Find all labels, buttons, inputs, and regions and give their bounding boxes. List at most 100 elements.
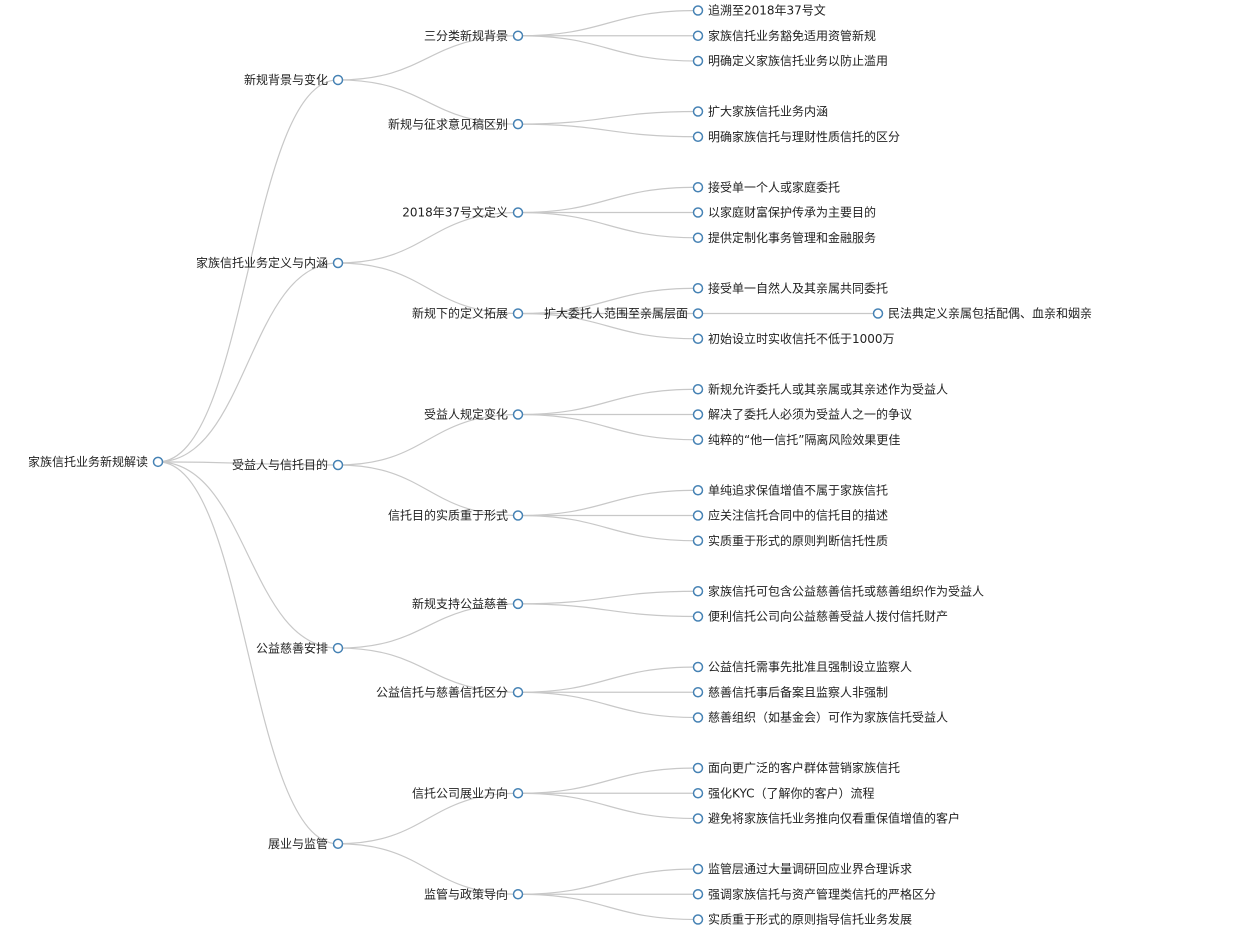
node-toggle-circle[interactable] [692,661,704,673]
node-toggle-circle[interactable] [692,55,704,67]
mindmap-leaf-node[interactable]: 追溯至2018年37号文 [692,3,826,18]
node-toggle-circle[interactable] [512,788,524,799]
node-toggle-circle[interactable] [692,712,704,723]
mindmap-branch-node[interactable]: 新规背景与变化 [244,72,344,87]
mindmap-branch-node[interactable]: 扩大委托人范围至亲属层面 [544,307,704,321]
mindmap-leaf-node[interactable]: 提供定制化事务管理和金融服务 [692,230,877,245]
node-toggle-circle[interactable] [692,535,704,546]
node-toggle-circle[interactable] [512,409,524,420]
mindmap-leaf-node[interactable]: 面向更广泛的客户群体营销家族信托 [692,760,901,775]
node-label: 监管与政策导向 [424,886,508,901]
node-label: 家族信托业务豁免适用资管新规 [708,28,876,43]
mindmap-link [337,792,519,845]
mindmap-leaf-node[interactable]: 强调家族信托与资产管理类信托的严格区分 [692,886,937,901]
node-toggle-circle[interactable] [692,510,704,521]
node-toggle-circle[interactable] [512,30,524,41]
mindmap-link [517,590,699,605]
mindmap-leaf-node[interactable]: 纯粹的“他一信托”隔离风险效果更佳 [692,432,901,447]
node-toggle-circle[interactable] [692,762,704,774]
mindmap-leaf-node[interactable]: 强化KYC（了解你的客户）流程 [692,785,875,800]
mindmap-leaf-node[interactable]: 以家庭财富保护传承为主要目的 [692,205,877,220]
mindmap-branch-node[interactable]: 新规与征求意见稿区别 [388,116,524,131]
mindmap-link [157,461,339,845]
mindmap-leaf-node[interactable]: 监管层通过大量调研回应业界合理诉求 [692,861,913,876]
node-toggle-circle[interactable] [692,687,704,698]
mindmap-leaf-node[interactable]: 民法典定义亲属包括配偶、血亲和姻亲 [872,306,1093,321]
node-toggle-circle[interactable] [692,813,704,824]
node-toggle-circle[interactable] [512,598,524,610]
mindmap-leaf-node[interactable]: 避免将家族信托业务推向仅看重保值增值的客户 [692,811,961,826]
mindmap-branch-node[interactable]: 新规下的定义拓展 [412,306,524,321]
node-toggle-circle[interactable] [692,232,704,243]
mindmap-link [517,767,699,794]
node-toggle-circle[interactable] [332,74,344,86]
node-toggle-circle[interactable] [692,283,704,294]
mindmap-branch-node[interactable]: 监管与政策导向 [424,886,524,901]
mindmap-branch-node[interactable]: 家族信托业务定义与内涵 [196,255,344,270]
mindmap-branch-node[interactable]: 信托公司展业方向 [412,785,524,800]
mindmap-leaf-node[interactable]: 公益信托需事先批准且强制设立监察人 [692,659,913,674]
mindmap-leaf-node[interactable]: 实质重于形式的原则指导信托业务发展 [692,912,913,927]
node-toggle-circle[interactable] [332,838,344,849]
node-label: 面向更广泛的客户群体营销家族信托 [708,760,900,775]
mindmap-leaf-node[interactable]: 慈善组织（如基金会）可作为家族信托受益人 [692,710,949,725]
mindmap-branch-node[interactable]: 展业与监管 [268,836,344,851]
mindmap-branch-node[interactable]: 受益人规定变化 [424,407,524,422]
node-toggle-circle[interactable] [692,333,704,344]
node-toggle-circle[interactable] [692,914,704,925]
node-label: 纯粹的“他一信托”隔离风险效果更佳 [708,432,900,447]
node-toggle-circle[interactable] [512,118,524,130]
mindmap-branch-node[interactable]: 新规支持公益慈善 [412,596,524,611]
mindmap-link [337,211,519,264]
node-toggle-circle[interactable] [332,459,344,471]
mindmap-branch-node[interactable]: 信托目的实质重于形式 [388,508,524,523]
node-toggle-circle[interactable] [692,106,704,117]
mindmap-branch-node[interactable]: 受益人与信托目的 [232,457,344,472]
node-toggle-circle[interactable] [692,863,704,875]
node-toggle-circle[interactable] [332,257,344,269]
mindmap-leaf-node[interactable]: 接受单一自然人及其亲属共同委托 [692,280,889,295]
node-toggle-circle[interactable] [512,889,524,900]
mindmap-leaf-node[interactable]: 家族信托可包含公益慈善信托或慈善组织作为受益人 [692,583,985,598]
node-toggle-circle[interactable] [692,384,704,395]
node-toggle-circle[interactable] [692,586,704,597]
node-toggle-circle[interactable] [692,889,704,900]
node-toggle-circle[interactable] [512,308,524,319]
node-toggle-circle[interactable] [692,182,704,193]
mindmap-leaf-node[interactable]: 单纯追求保值增值不属于家族信托 [692,482,889,497]
node-toggle-circle[interactable] [692,485,704,496]
node-toggle-circle[interactable] [512,207,524,218]
node-label: 提供定制化事务管理和金融服务 [708,230,876,245]
mindmap-leaf-node[interactable]: 明确家族信托与理财性质信托的区分 [692,129,901,144]
node-toggle-circle[interactable] [692,308,704,319]
mindmap-leaf-node[interactable]: 实质重于形式的原则判断信托性质 [692,533,889,548]
node-toggle-circle[interactable] [692,409,704,420]
node-toggle-circle[interactable] [512,687,524,698]
node-toggle-circle[interactable] [692,131,704,142]
mindmap-leaf-node[interactable]: 扩大家族信托业务内涵 [692,104,829,119]
node-toggle-circle[interactable] [872,308,884,319]
mindmap-leaf-node[interactable]: 接受单一个人或家庭委托 [692,179,841,194]
mindmap-branch-node[interactable]: 2018年37号文定义 [402,205,524,220]
node-toggle-circle[interactable] [332,642,344,654]
mindmap-leaf-node[interactable]: 家族信托业务豁免适用资管新规 [692,28,877,43]
node-toggle-circle[interactable] [152,456,164,468]
mindmap-leaf-node[interactable]: 新规允许委托人或其亲属或其亲述作为受益人 [692,381,949,396]
node-toggle-circle[interactable] [692,611,704,622]
mindmap-leaf-node[interactable]: 解决了委托人必须为受益人之一的争议 [692,407,913,422]
mindmap-branch-node[interactable]: 公益慈善安排 [256,640,344,655]
node-toggle-circle[interactable] [692,788,704,799]
node-toggle-circle[interactable] [692,434,704,445]
mindmap-root-node[interactable]: 家族信托业务新规解读 [28,454,164,469]
mindmap-leaf-node[interactable]: 应关注信托合同中的信托目的描述 [692,508,889,523]
mindmap-branch-node[interactable]: 公益信托与慈善信托区分 [376,684,524,699]
mindmap-leaf-node[interactable]: 初始设立时实收信托不低于1000万 [692,331,895,346]
node-toggle-circle[interactable] [692,5,704,16]
mindmap-branch-node[interactable]: 三分类新规背景 [424,28,524,43]
node-toggle-circle[interactable] [692,30,704,41]
mindmap-leaf-node[interactable]: 便利信托公司向公益慈善受益人拨付信托财产 [692,609,949,624]
mindmap-leaf-node[interactable]: 慈善信托事后备案且监察人非强制 [692,684,889,699]
node-toggle-circle[interactable] [512,510,524,521]
node-toggle-circle[interactable] [692,207,704,218]
mindmap-leaf-node[interactable]: 明确定义家族信托业务以防止滥用 [692,53,889,68]
